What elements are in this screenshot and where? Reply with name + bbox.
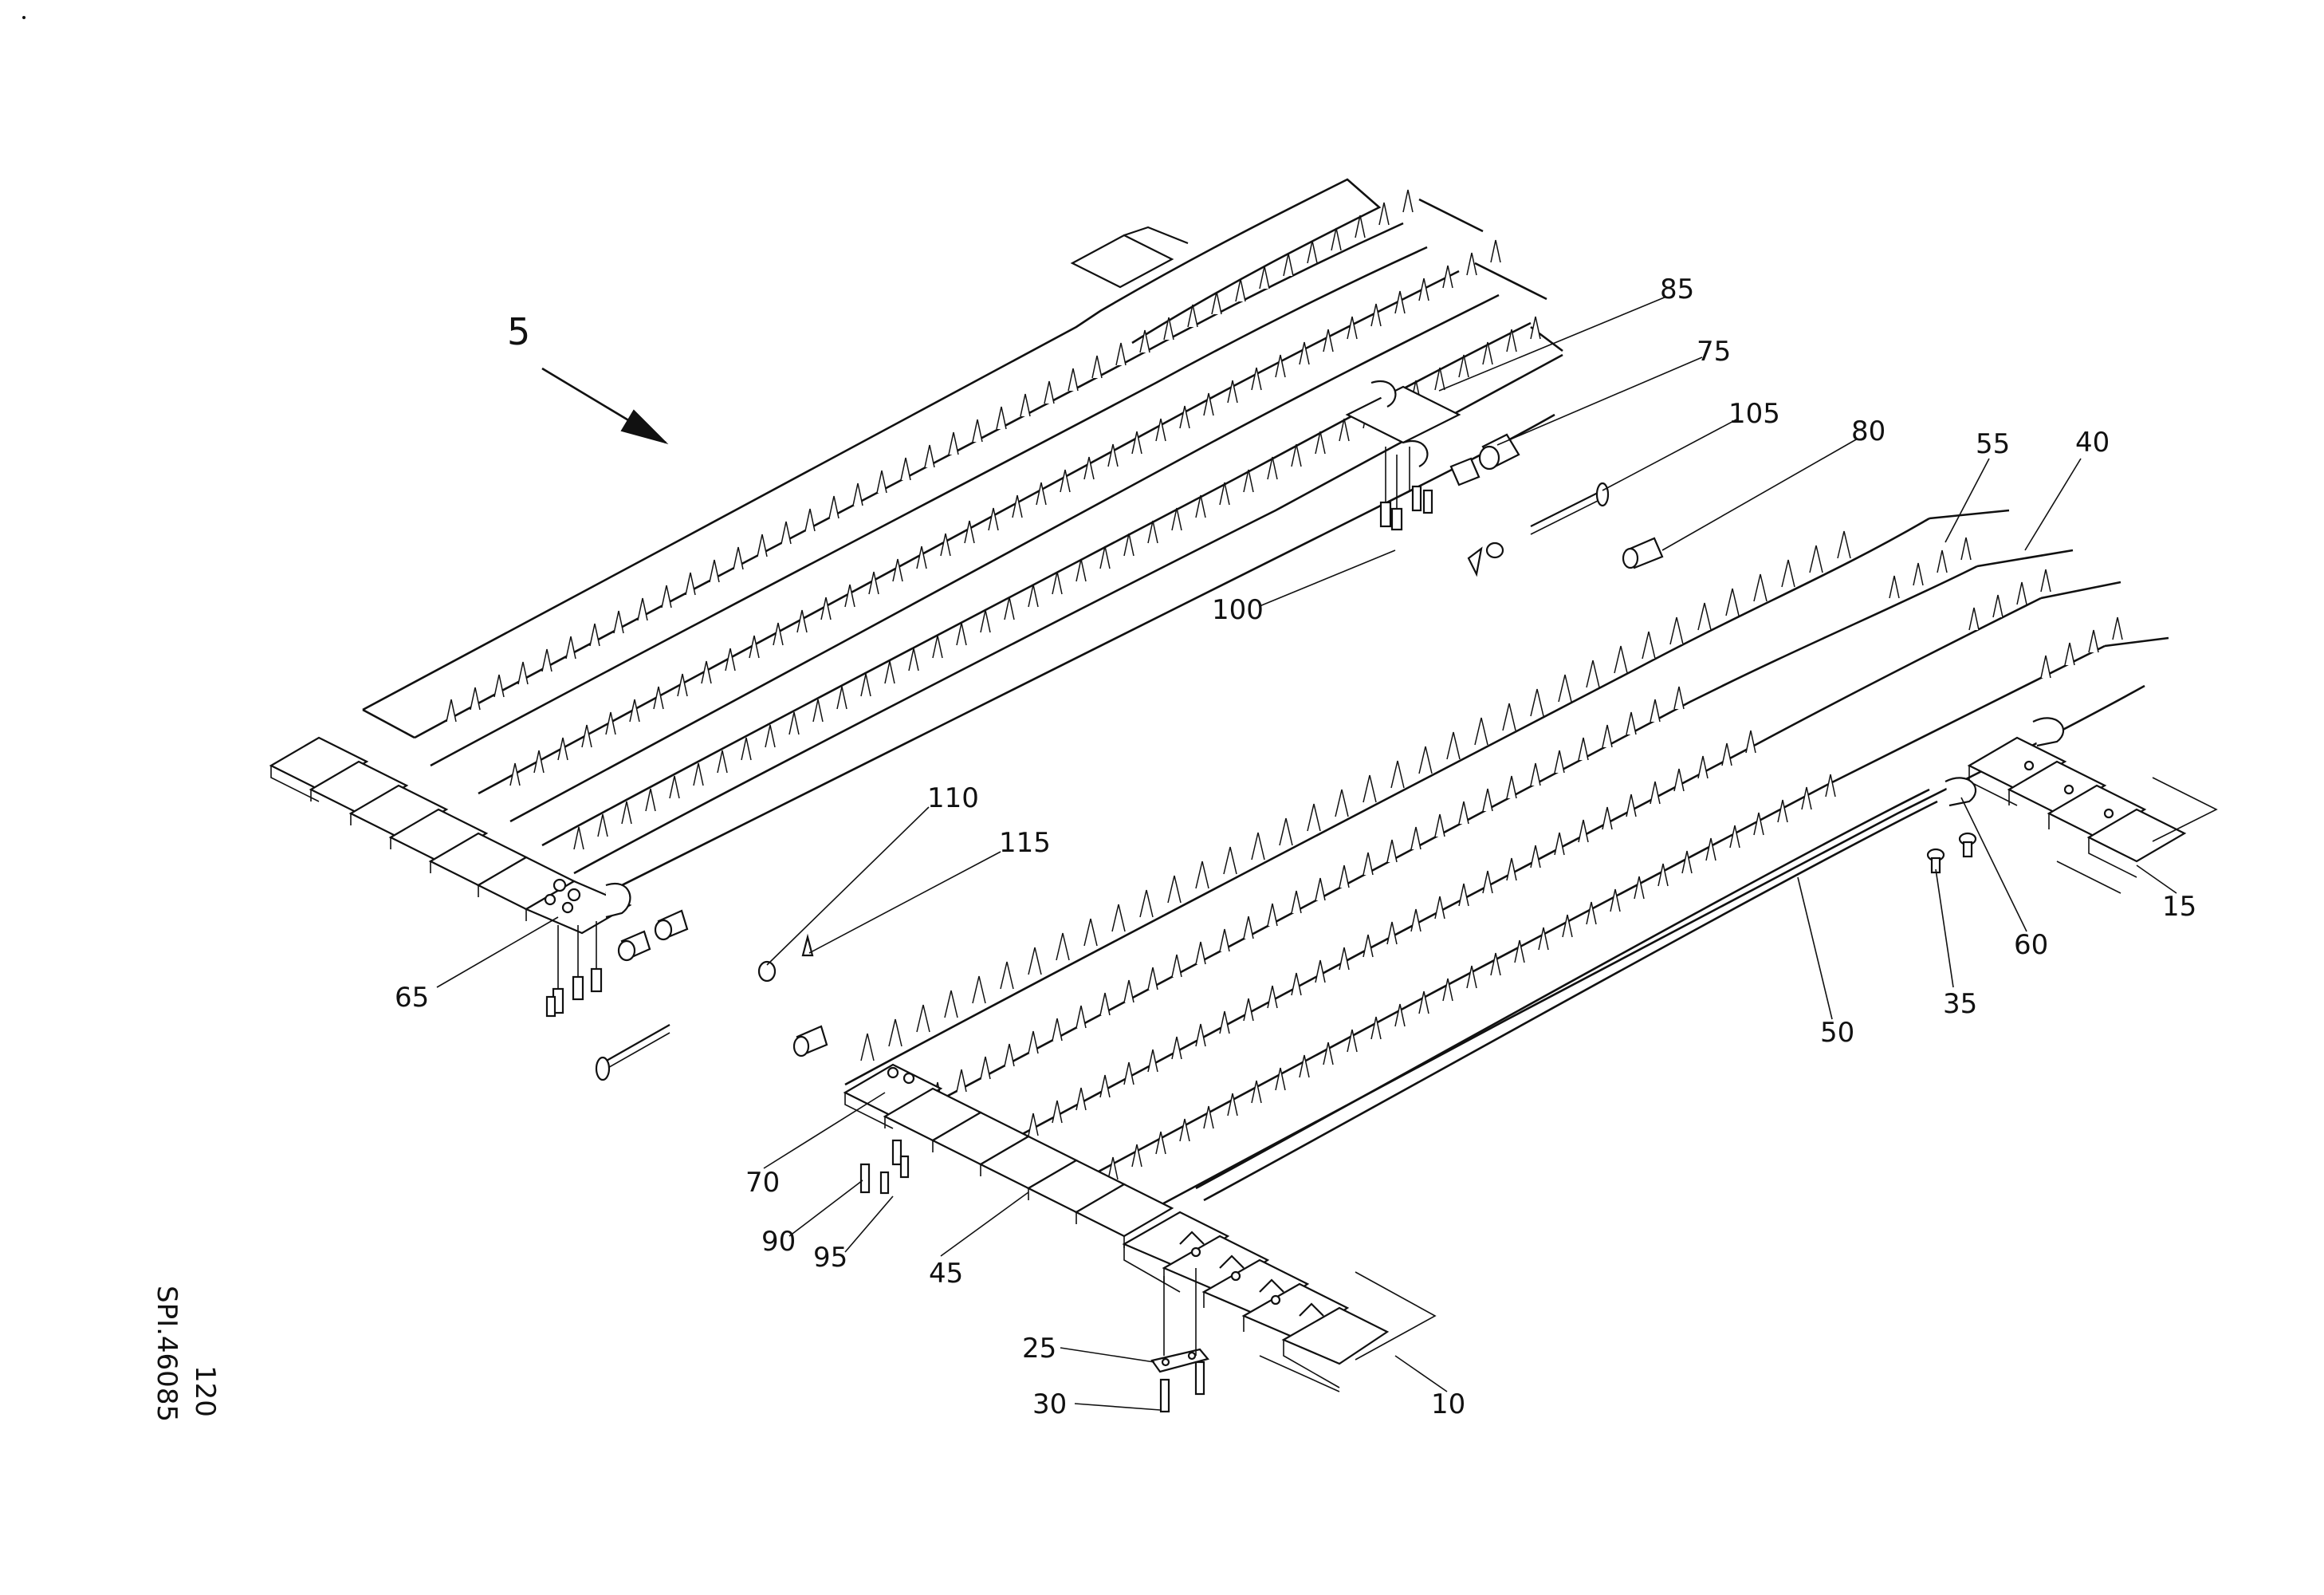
bracket-10 — [1259, 1271, 1437, 1392]
lower-tine-row-1 — [860, 530, 1851, 1061]
callout-60: 60 — [2014, 929, 2048, 961]
callout-95: 95 — [813, 1242, 847, 1274]
screws-35 — [1926, 832, 1977, 874]
callout-25: 25 — [1022, 1333, 1056, 1365]
upper-left-link-plates — [269, 736, 632, 935]
lower-left-link-plates — [843, 1063, 1174, 1248]
drawing-code: SPI.46085 — [151, 1286, 183, 1422]
callout-70: 70 — [745, 1167, 780, 1199]
lower-tine-row-2 — [932, 537, 1972, 1105]
screws-30 — [1159, 1268, 1205, 1413]
lower-tine-row-4 — [1083, 616, 2123, 1193]
loose-parts — [595, 433, 1664, 1081]
upper-belt-assembly — [269, 178, 1563, 1018]
lower-belt-assembly — [843, 509, 2218, 1413]
callout-85: 85 — [1660, 274, 1694, 305]
upper-left-bolts — [545, 921, 603, 1018]
callout-115: 115 — [999, 827, 1051, 859]
upper-right-link-plates — [1070, 226, 1461, 467]
page-number: 120 — [189, 1365, 221, 1417]
callout-30: 30 — [1032, 1388, 1067, 1420]
lower-belt-outlines — [844, 509, 2169, 1222]
callout-50: 50 — [1820, 1017, 1854, 1049]
callout-80: 80 — [1851, 415, 1886, 447]
callout-labels: 5 85 75 105 80 55 40 100 110 115 65 70 9… — [395, 274, 2196, 1420]
lower-tine-row-3 — [1004, 569, 2051, 1149]
leader-lines — [436, 296, 2177, 1411]
side-reference: SPI.46085 120 — [151, 1286, 221, 1422]
direction-arrow — [541, 367, 669, 444]
pin-lower-left — [599, 1024, 670, 1065]
callout-55: 55 — [1976, 428, 2010, 460]
clip-25 — [1150, 1348, 1209, 1373]
upper-tine-row-1 — [446, 189, 1414, 723]
corner-mark — [22, 16, 26, 19]
upper-right-bolts — [1379, 447, 1433, 531]
washer-110 — [757, 960, 777, 983]
callout-100: 100 — [1212, 594, 1264, 626]
callout-110: 110 — [927, 782, 979, 814]
callout-105: 105 — [1728, 398, 1780, 430]
callout-35: 35 — [1943, 988, 1977, 1020]
upper-tine-row-3 — [573, 316, 1541, 850]
upper-tine-row-2 — [509, 239, 1501, 786]
callout-40: 40 — [2075, 427, 2110, 459]
pin-105 — [1530, 490, 1603, 527]
callout-45: 45 — [929, 1258, 963, 1290]
callout-15: 15 — [2162, 891, 2196, 923]
callout-5: 5 — [507, 310, 530, 353]
track-segment-10 — [1122, 1211, 1390, 1388]
track-segment-15 — [1967, 736, 2187, 878]
callout-10: 10 — [1431, 1388, 1465, 1420]
callout-75: 75 — [1697, 336, 1731, 368]
bearings-60 — [1945, 717, 2065, 807]
callout-65: 65 — [395, 982, 429, 1014]
callout-90: 90 — [761, 1226, 796, 1258]
cotter-115 — [801, 933, 814, 957]
screws-90-95 — [859, 1139, 910, 1195]
bracket-15 — [2056, 777, 2218, 894]
